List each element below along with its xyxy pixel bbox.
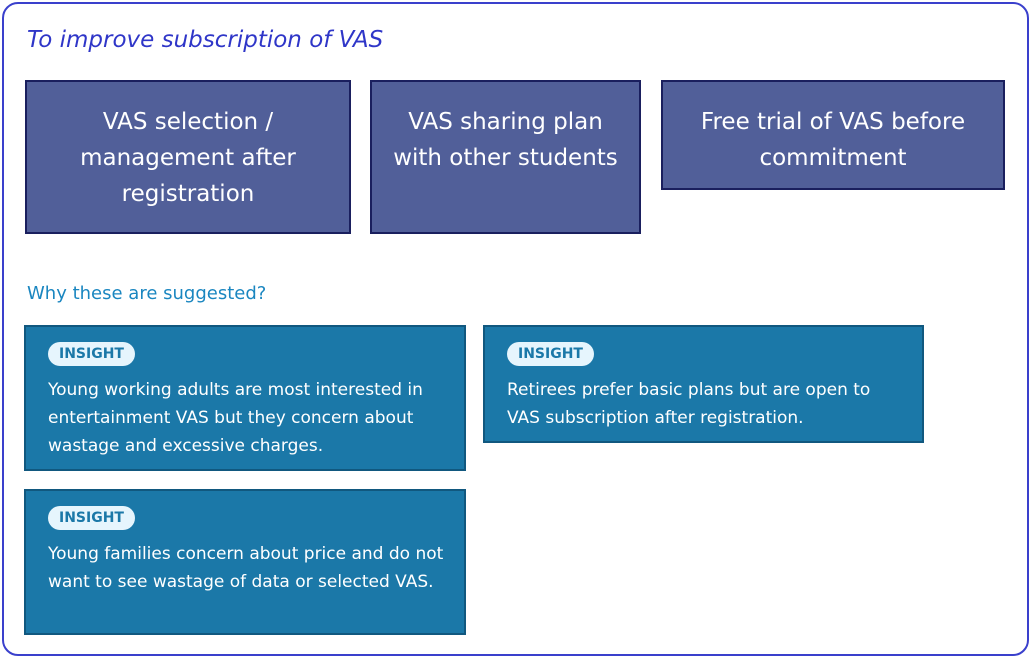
suggestion-box: Free trial of VAS before commitment bbox=[661, 80, 1005, 190]
suggestion-box: VAS sharing plan with other students bbox=[370, 80, 641, 234]
insight-card: INSIGHT Young families concern about pric… bbox=[24, 489, 466, 635]
insight-text: Young working adults are most interested… bbox=[48, 380, 423, 456]
title: To improve subscription of VAS bbox=[27, 27, 384, 53]
why-heading: Why these are suggested? bbox=[27, 283, 267, 304]
insight-text: Young families concern about price and d… bbox=[48, 544, 444, 592]
insight-card: INSIGHT Young working adults are most int… bbox=[24, 325, 466, 471]
insight-card: INSIGHT Retirees prefer basic plans but a… bbox=[483, 325, 924, 443]
suggestion-box: VAS selection / management after registr… bbox=[25, 80, 351, 234]
insight-badge: INSIGHT bbox=[48, 506, 135, 530]
insight-badge: INSIGHT bbox=[507, 342, 594, 366]
insight-text: Retirees prefer basic plans but are open… bbox=[507, 380, 871, 428]
insight-badge: INSIGHT bbox=[48, 342, 135, 366]
